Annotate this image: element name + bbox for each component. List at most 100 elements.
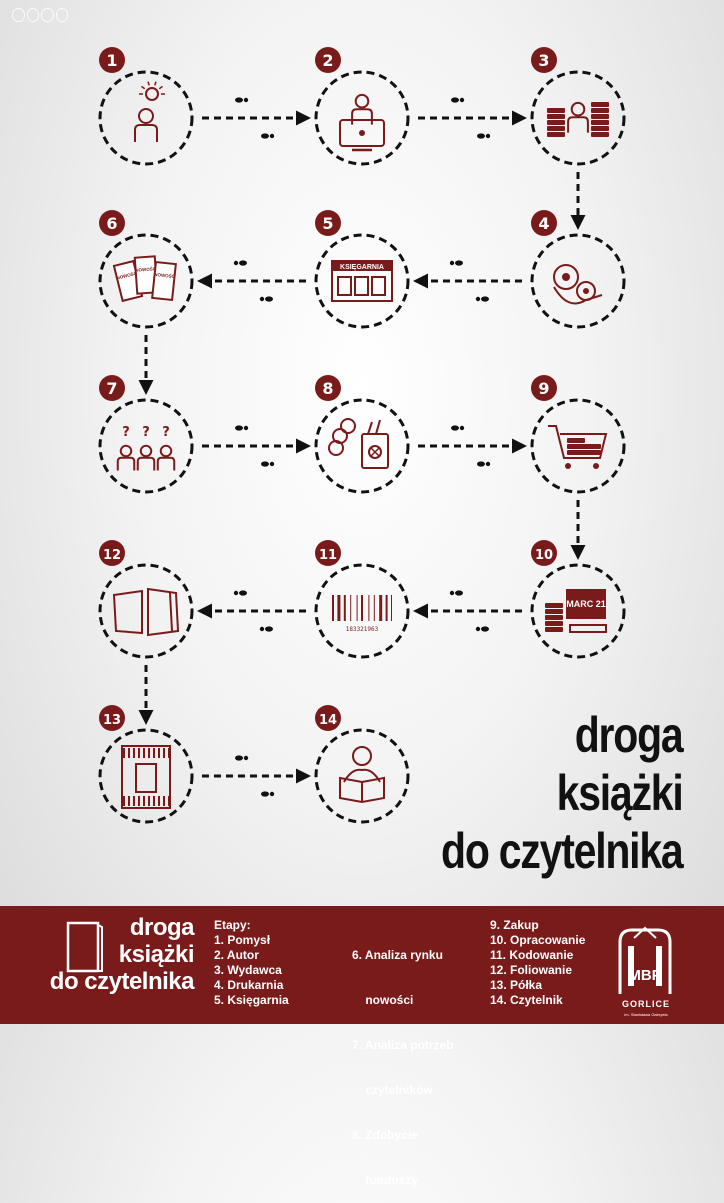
footprint-icon — [259, 296, 273, 302]
footer-bar — [0, 906, 724, 1024]
author-computer-icon — [339, 93, 385, 152]
new-book-tag: NOWOŚĆ — [116, 269, 139, 281]
connector-arrow — [202, 425, 311, 467]
footprint-icon — [449, 590, 463, 596]
step-node: KSIĘGARNIA 5 — [314, 210, 410, 329]
step-number: 14 — [319, 713, 337, 728]
footprint-icon — [477, 461, 491, 467]
step-circle — [314, 728, 410, 824]
step-number: 9 — [538, 379, 549, 398]
stages-column-1: Etapy: 1. Pomysł 2. Autor 3. Wydawca 4. … — [214, 918, 289, 1008]
footprint-icon — [477, 133, 491, 139]
step-number: 10 — [535, 548, 553, 563]
step-number: 5 — [322, 214, 333, 233]
stage-text: 7. Analiza potrzeb — [352, 1038, 454, 1052]
step-circle — [530, 563, 626, 659]
footprint-icon — [475, 626, 489, 632]
footprint-icon — [261, 791, 275, 797]
nc-icon — [41, 8, 54, 22]
question-mark-icon: ? — [142, 425, 150, 440]
footer-title-line-2: książki — [118, 941, 195, 968]
stages-column-3: 9. Zakup 10. Opracowanie 11. Kodowanie 1… — [490, 918, 585, 1008]
question-mark-icon: ? — [122, 425, 130, 440]
step-number-badge — [99, 47, 125, 73]
step-number: 12 — [103, 548, 121, 563]
stage-text: 11. Kodowanie — [490, 948, 574, 962]
footprint-icon — [449, 260, 463, 266]
step-number: 2 — [322, 51, 333, 70]
step-node: 8 — [314, 375, 410, 494]
step-number-badge — [531, 540, 557, 566]
step-number: 3 — [538, 51, 549, 70]
step-node: 4 — [530, 210, 626, 329]
step-circle — [530, 233, 626, 329]
main-title-line-2: książki — [556, 765, 683, 821]
step-number-badge — [531, 210, 557, 236]
footprint-icon — [451, 97, 465, 103]
connector-arrow — [418, 97, 527, 139]
stage-text: 12. Foliowanie — [490, 963, 573, 977]
idea-person-icon — [134, 81, 165, 142]
step-number: 1 — [106, 51, 117, 70]
stage-text: 4. Drukarnia — [214, 978, 284, 992]
step-node: 1 — [98, 47, 194, 166]
step-circle — [98, 398, 194, 494]
license-icons — [12, 8, 68, 24]
step-number: 4 — [538, 214, 549, 233]
stage-text: 5. Księgarnia — [214, 993, 289, 1007]
step-number-badge — [315, 47, 341, 73]
step-number-badge — [99, 540, 125, 566]
connector-arrow — [418, 425, 527, 467]
step-number-badge — [99, 375, 125, 401]
barcode-icon: 183321963 — [332, 595, 392, 633]
bookstore-sign: KSIĘGARNIA — [340, 264, 384, 271]
step-node: 2 — [314, 47, 410, 166]
footprint-icon — [233, 260, 247, 266]
step-number-badge — [315, 540, 341, 566]
step-circle — [98, 563, 194, 659]
step-node: ??? 7 — [98, 375, 194, 494]
marc-screen-text: MARC 21 — [566, 599, 606, 609]
stage-text: Etapy: — [214, 918, 251, 932]
step-number: 11 — [319, 548, 337, 563]
printing-rolls-icon — [553, 264, 603, 305]
readers-questions-icon: ??? — [116, 425, 176, 471]
footer-title: droga książki do czytelnika — [48, 914, 195, 995]
step-node: 183321963 11 — [314, 540, 410, 659]
stage-text: 9. Zakup — [490, 918, 539, 932]
step-node: 14 — [314, 705, 410, 824]
step-circle — [98, 233, 194, 329]
new-book-tag: NOWOŚĆ — [154, 270, 176, 279]
step-circle — [314, 563, 410, 659]
step-circle — [314, 398, 410, 494]
book-icon — [66, 921, 103, 973]
connector-arrow — [413, 590, 522, 632]
shopping-cart-icon — [548, 425, 608, 469]
main-title-line-3: do czytelnika — [440, 823, 684, 879]
stage-text: czytelników — [352, 1083, 433, 1097]
library-logo-icon: MBP — [618, 926, 672, 994]
reading-person-icon — [339, 746, 385, 804]
step-number-badge — [531, 47, 557, 73]
step-number: 6 — [106, 214, 117, 233]
logo-city: GORLICE — [621, 999, 670, 1009]
new-book-tag: NOWOŚĆ — [135, 264, 157, 272]
footprint-icon — [451, 425, 465, 431]
step-node: 3 — [530, 47, 626, 166]
connector-arrow — [197, 590, 306, 632]
stage-text: 14. Czytelnik — [490, 993, 563, 1007]
logo-text: MBP — [628, 967, 661, 984]
step-number: 7 — [106, 379, 117, 398]
step-node: 12 — [98, 540, 194, 659]
main-title: droga książki do czytelnika — [440, 706, 684, 880]
footprint-icon — [233, 590, 247, 596]
step-number: 8 — [322, 379, 333, 398]
publisher-books-icon — [547, 101, 609, 137]
cataloguing-computer-icon: MARC 21 — [545, 589, 607, 633]
step-number-badge — [315, 705, 341, 731]
cc-icon — [12, 8, 25, 22]
foil-book-icon — [112, 587, 180, 637]
connector-arrow — [197, 260, 306, 302]
step-number-badge — [531, 375, 557, 401]
